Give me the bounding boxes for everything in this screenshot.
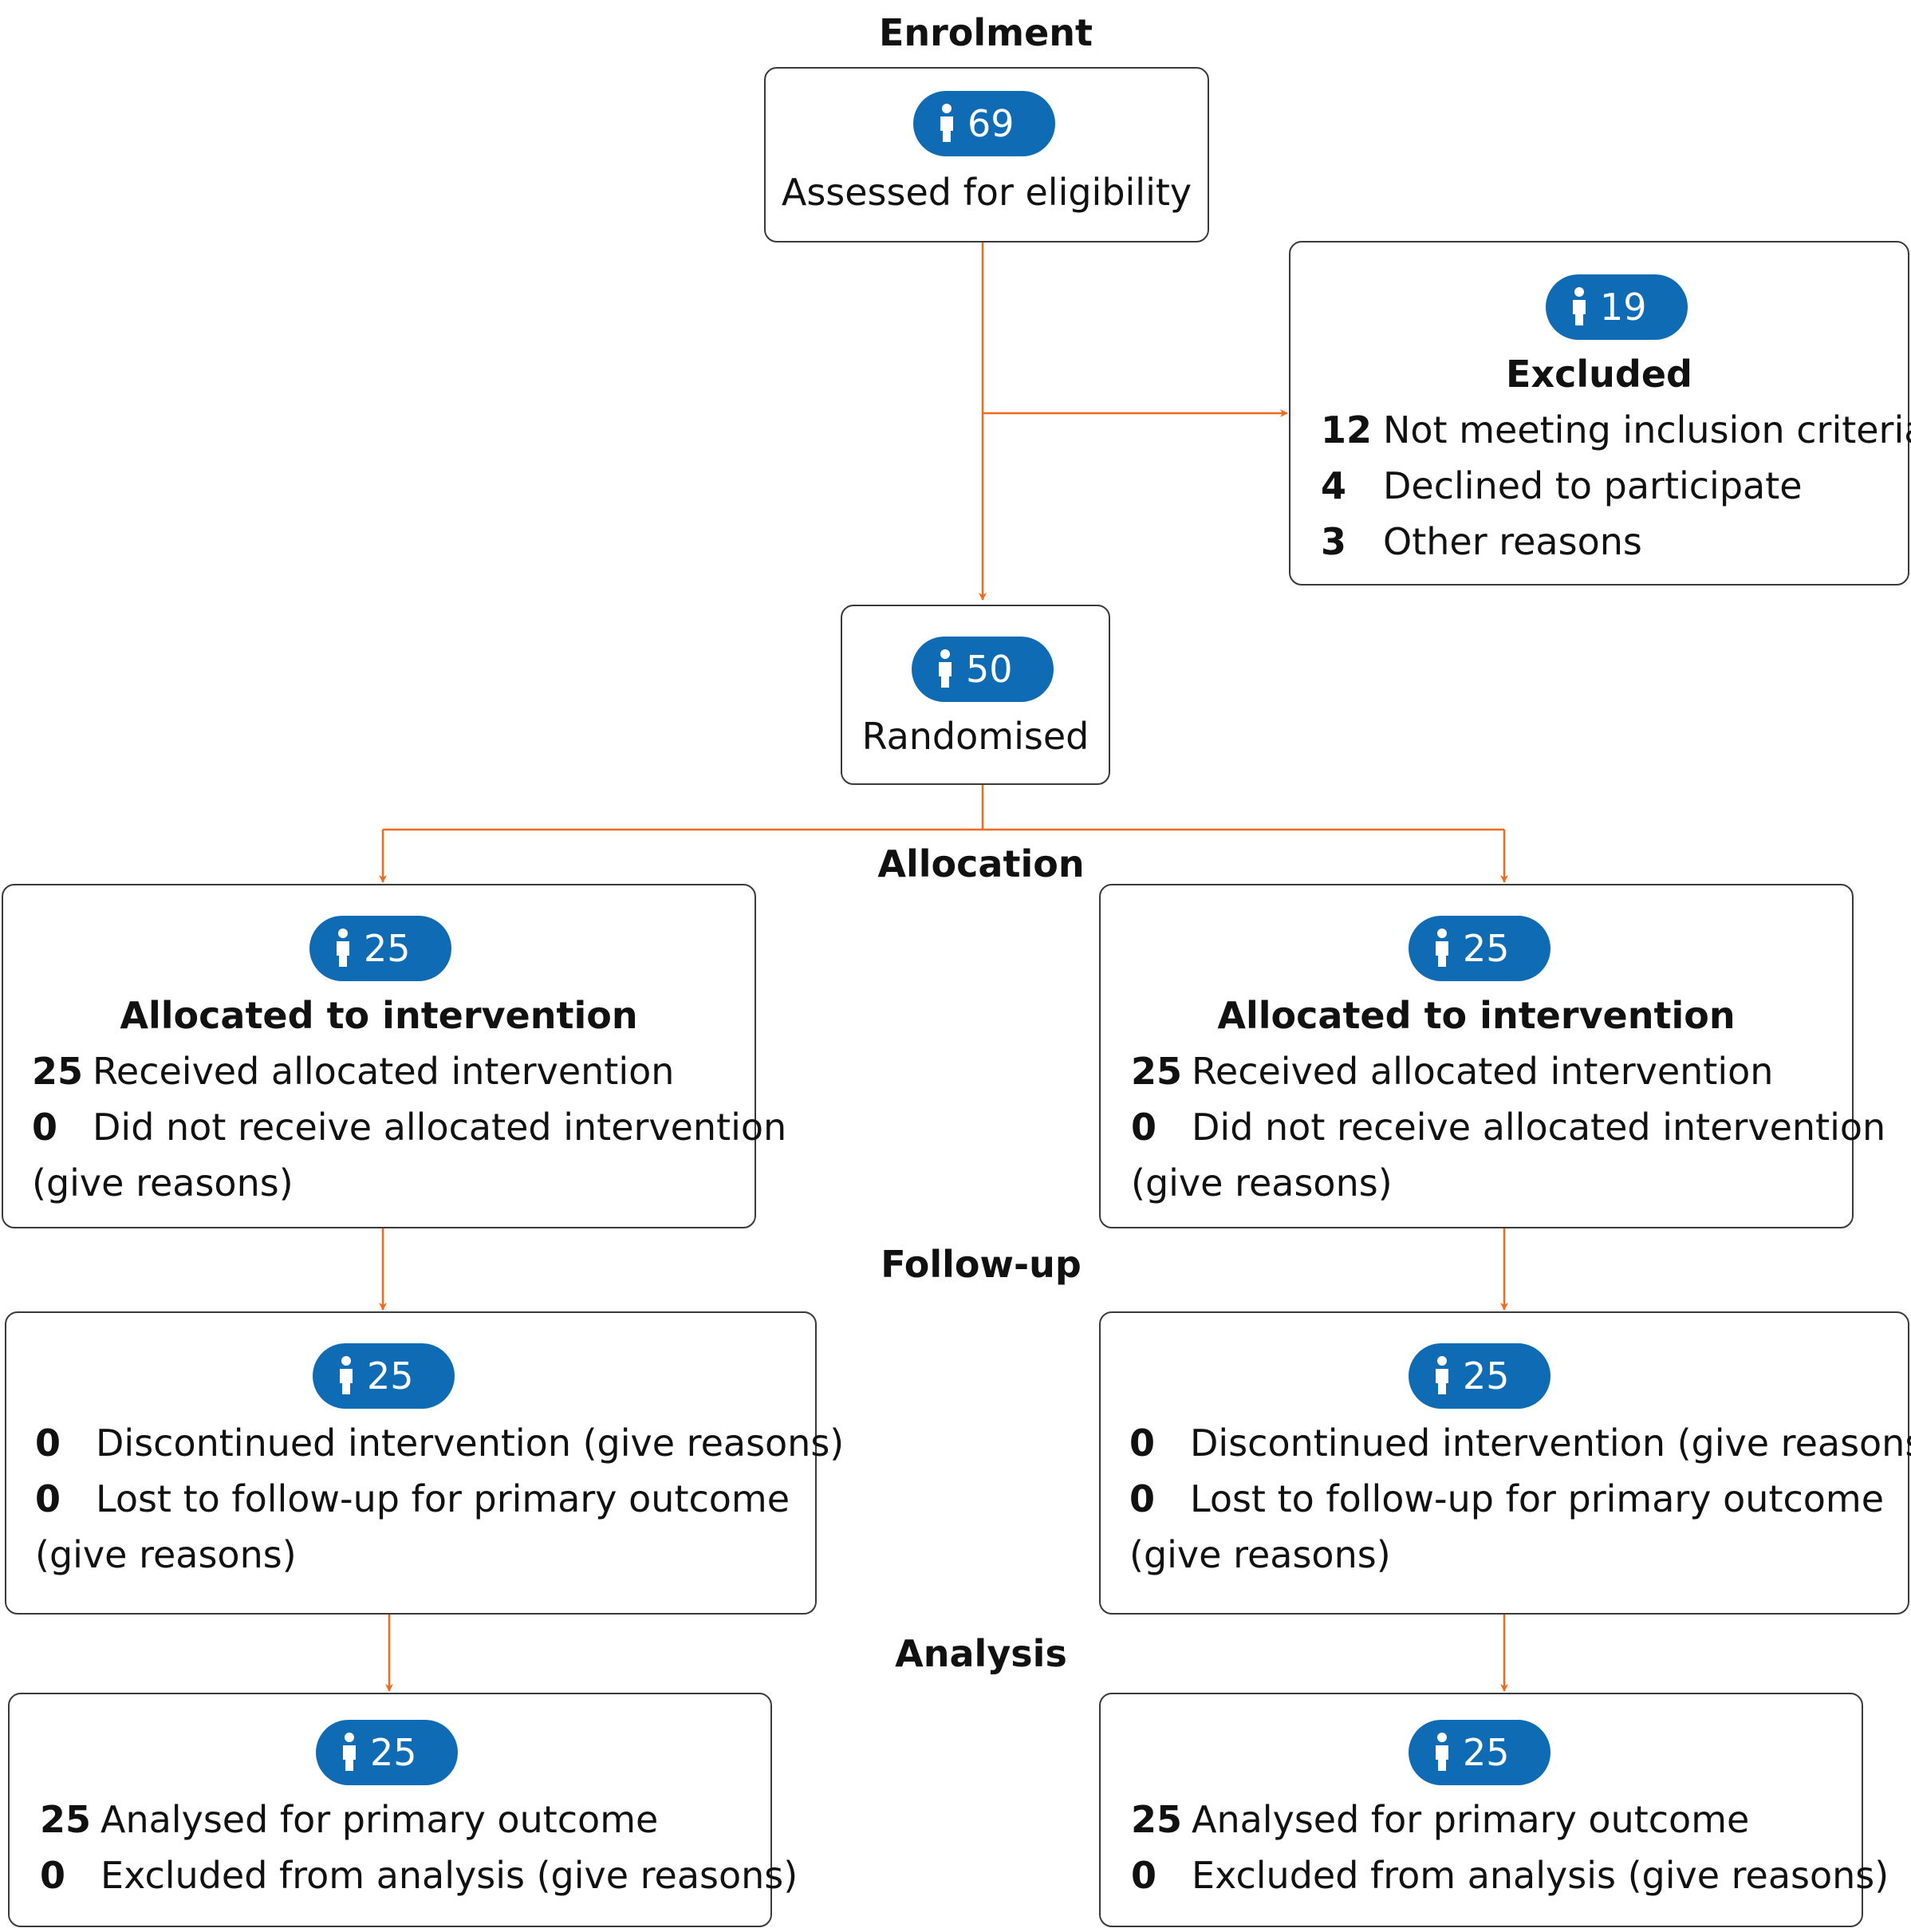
lost-count: 0 — [1129, 1477, 1156, 1520]
analysed-count: 25 — [1131, 1798, 1183, 1841]
lost-count: 0 — [35, 1477, 61, 1520]
assessed-box: 69 Assessed for eligibility — [764, 67, 1209, 242]
count-badge: 25 — [1409, 1343, 1550, 1409]
allocation-title: Allocated to intervention — [1217, 994, 1736, 1037]
badge-count: 25 — [1463, 1354, 1510, 1398]
received-text: Received allocated intervention — [93, 1050, 675, 1093]
person-icon — [343, 1733, 356, 1771]
count-badge: 25 — [309, 916, 451, 981]
reason-text: Not meeting inclusion criteria — [1383, 408, 1911, 451]
excluded-analysis-text: Excluded from analysis (give reasons) — [100, 1854, 798, 1897]
excluded-reason: 3 Other reasons — [1321, 523, 1642, 560]
count-badge: 19 — [1546, 274, 1688, 340]
reason-count: 12 — [1321, 408, 1373, 451]
count-badge: 25 — [313, 1343, 455, 1409]
excluded-analysis-row: 0 Excluded from analysis (give reasons) — [40, 1857, 798, 1894]
give-reasons: (give reasons) — [32, 1161, 294, 1205]
analysed-text: Analysed for primary outcome — [1192, 1798, 1750, 1841]
discontinued-count: 0 — [35, 1421, 61, 1465]
randomised-label: Randomised — [861, 715, 1089, 758]
stage-enrolment: Enrolment — [878, 11, 1093, 54]
allocation-title: Allocated to intervention — [120, 994, 638, 1037]
reason-text: Other reasons — [1383, 520, 1642, 563]
discontinued-text: Discontinued intervention (give reasons) — [96, 1421, 845, 1465]
stage-follow-up: Follow-up — [881, 1243, 1082, 1286]
person-icon — [1436, 1733, 1448, 1771]
badge-count: 25 — [1463, 1731, 1510, 1774]
stage-analysis: Analysis — [895, 1632, 1067, 1675]
excluded-reason: 4 Declined to participate — [1321, 467, 1803, 504]
stage-allocation: Allocation — [877, 842, 1085, 885]
analysed-count: 25 — [40, 1798, 92, 1841]
not-received-text: Did not receive allocated intervention — [93, 1106, 787, 1149]
excluded-analysis-count: 0 — [1131, 1854, 1157, 1897]
person-icon — [1573, 287, 1586, 325]
badge-count: 25 — [1463, 927, 1510, 970]
give-reasons: (give reasons) — [1129, 1533, 1391, 1576]
reason-text: Declined to participate — [1383, 464, 1803, 507]
assessed-label: Assessed for eligibility — [781, 171, 1192, 214]
person-icon — [939, 649, 952, 688]
count-badge: 25 — [1409, 1720, 1550, 1785]
person-icon — [1436, 929, 1448, 967]
count-badge: 25 — [316, 1720, 458, 1785]
badge-count: 50 — [966, 648, 1013, 691]
badge-count: 25 — [364, 927, 411, 970]
badge-count: 25 — [367, 1354, 414, 1398]
person-icon — [940, 104, 953, 142]
not-received-count: 0 — [1131, 1106, 1157, 1149]
lost-text: Lost to follow-up for primary outcome — [96, 1477, 790, 1520]
excluded-analysis-row: 0 Excluded from analysis (give reasons) — [1131, 1857, 1889, 1894]
count-badge: 50 — [912, 637, 1054, 702]
discontinued-count: 0 — [1129, 1421, 1156, 1465]
discontinued-text: Discontinued intervention (give reasons) — [1190, 1421, 1911, 1465]
person-icon — [340, 1356, 353, 1394]
badge-count: 69 — [967, 102, 1015, 145]
lost-text: Lost to follow-up for primary outcome — [1190, 1477, 1885, 1520]
randomised-box: 50 Randomised — [841, 605, 1110, 785]
excluded-analysis-text: Excluded from analysis (give reasons) — [1192, 1854, 1889, 1897]
badge-count: 25 — [370, 1731, 417, 1774]
received-count: 25 — [32, 1050, 84, 1093]
count-badge: 25 — [1409, 916, 1550, 981]
not-received-text: Did not receive allocated intervention — [1192, 1106, 1886, 1149]
reason-count: 4 — [1321, 464, 1347, 507]
person-icon — [337, 929, 349, 967]
analysed-text: Analysed for primary outcome — [100, 1798, 659, 1841]
person-icon — [1436, 1356, 1448, 1394]
reason-count: 3 — [1321, 520, 1347, 563]
give-reasons: (give reasons) — [1131, 1161, 1393, 1205]
excluded-analysis-count: 0 — [40, 1854, 66, 1897]
received-text: Received allocated intervention — [1192, 1050, 1774, 1093]
excluded-title: Excluded — [1506, 353, 1692, 396]
count-badge: 69 — [913, 91, 1055, 156]
received-count: 25 — [1131, 1050, 1183, 1093]
not-received-count: 0 — [32, 1106, 58, 1149]
badge-count: 19 — [1600, 286, 1647, 329]
give-reasons: (give reasons) — [35, 1533, 297, 1576]
